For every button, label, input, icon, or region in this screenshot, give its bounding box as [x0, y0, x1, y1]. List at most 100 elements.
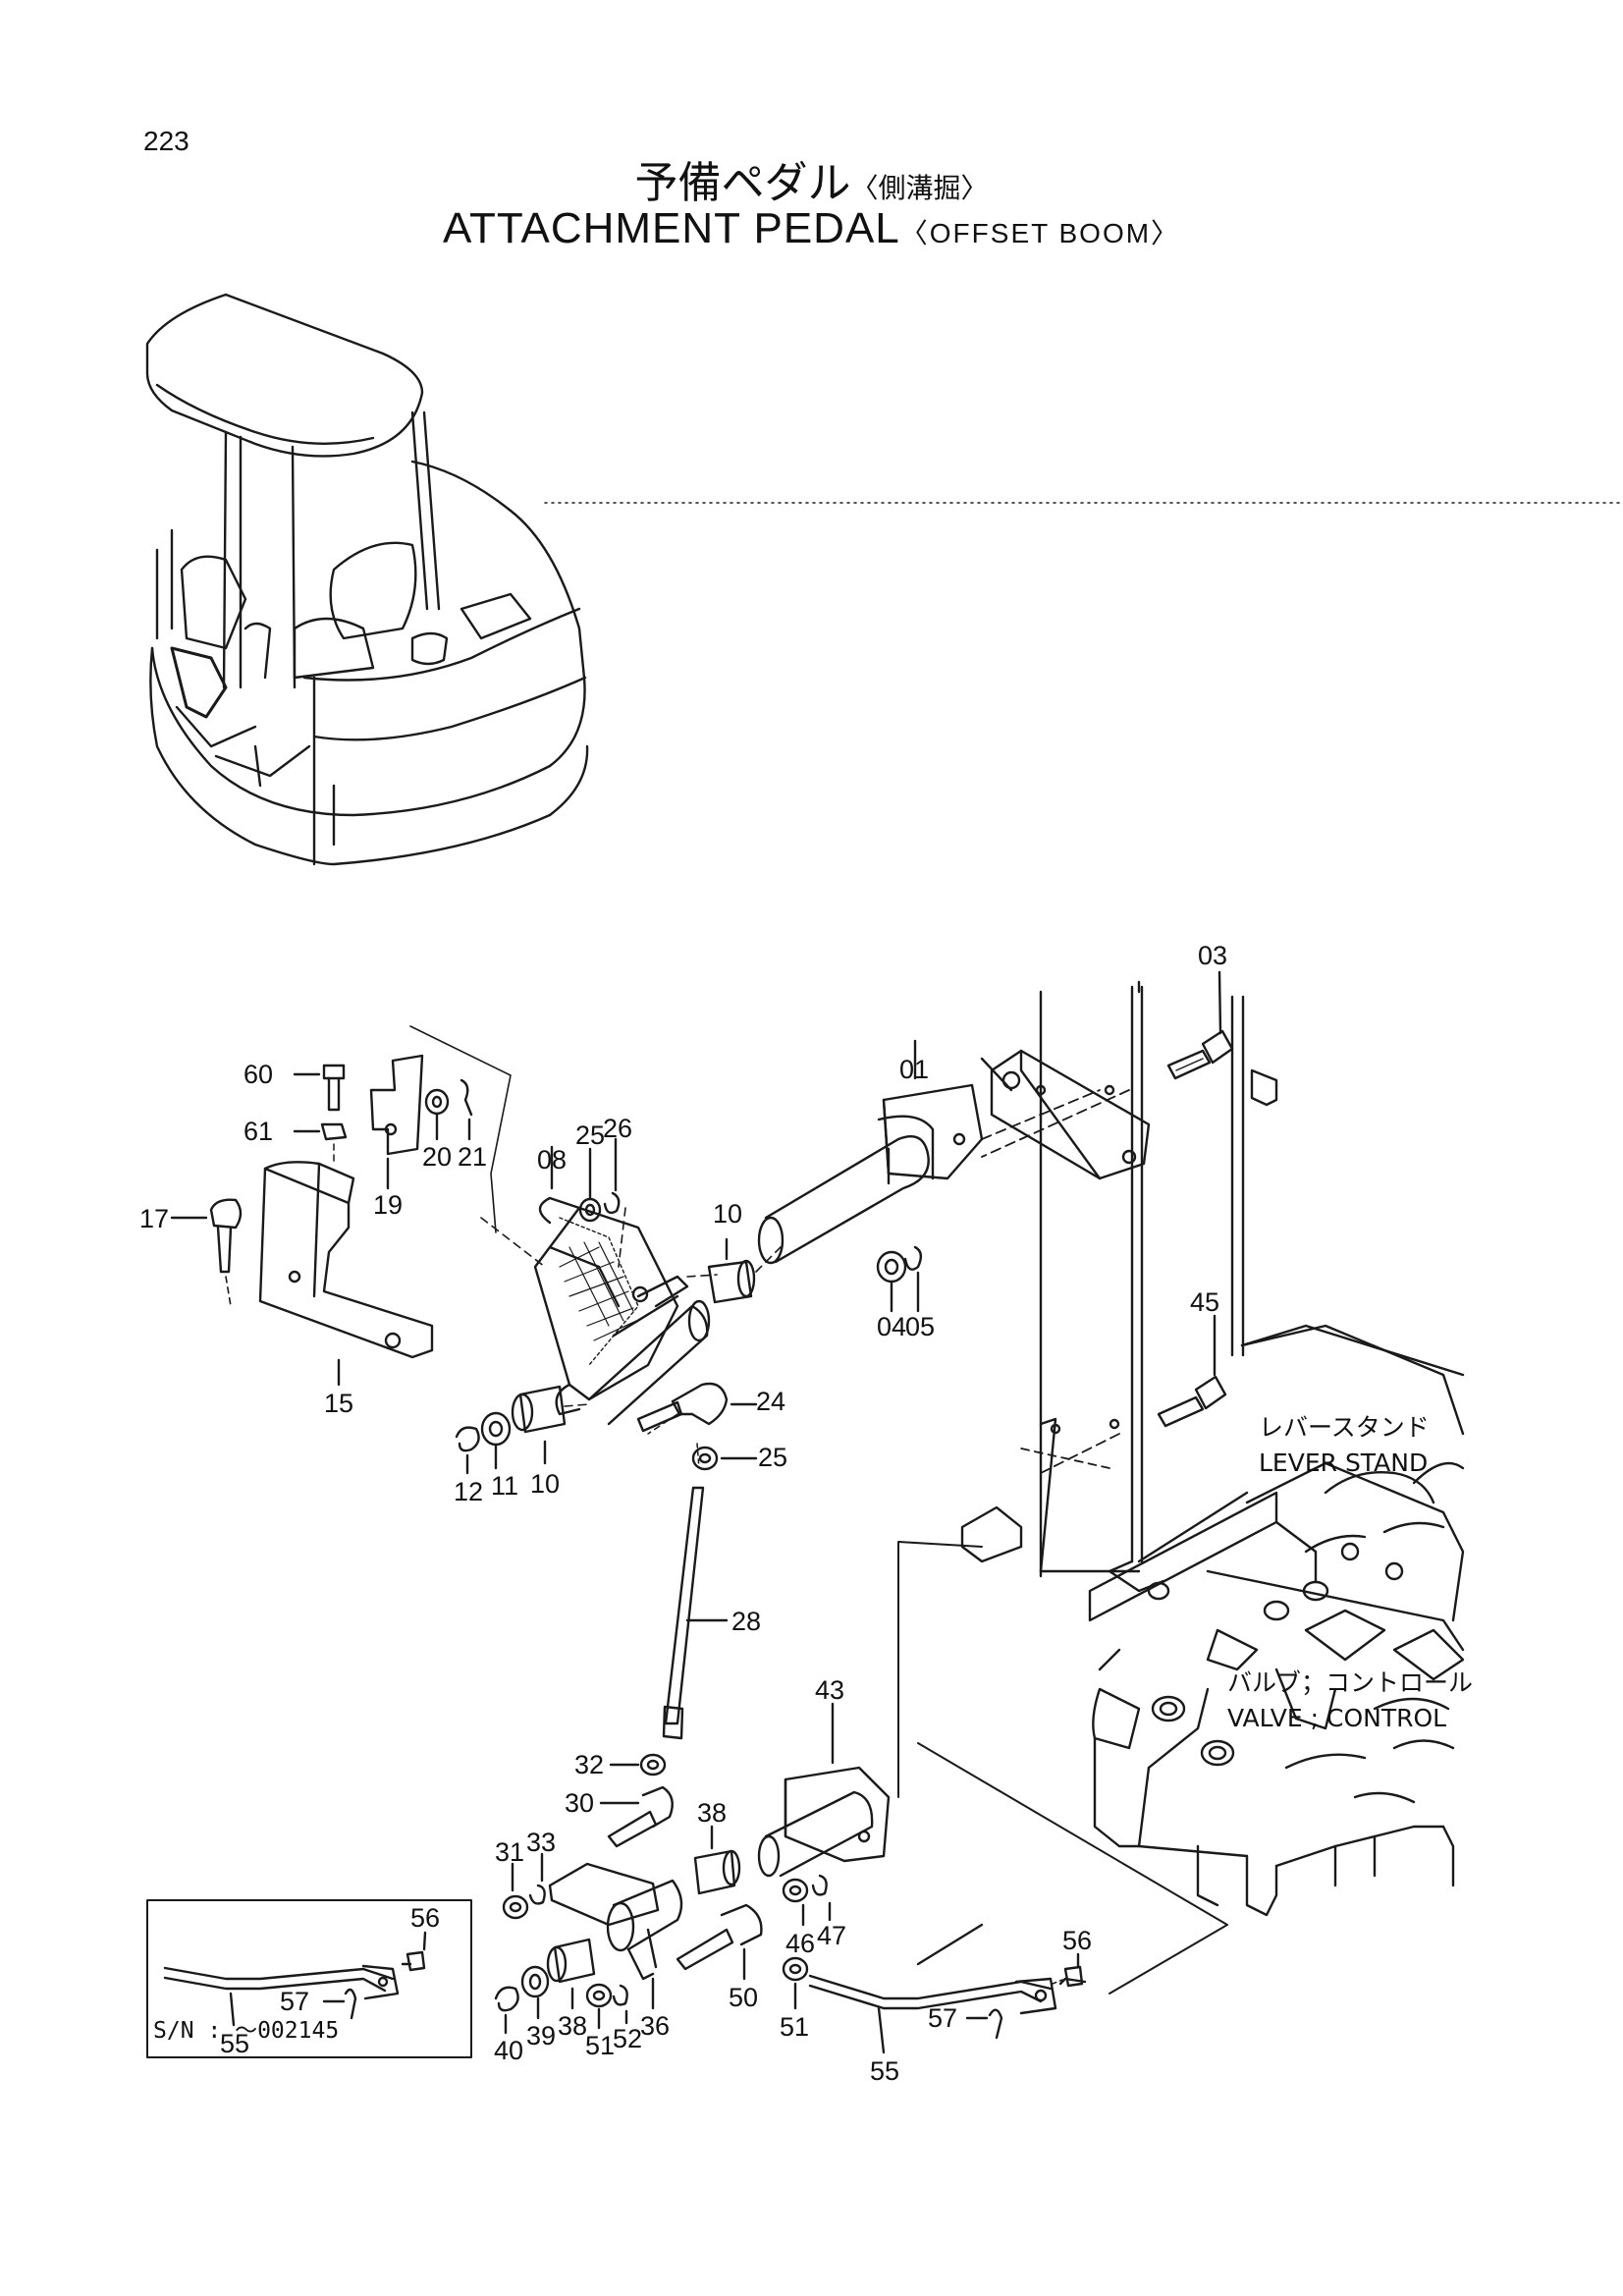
clip-40	[494, 1986, 519, 2035]
page-title-jp: 予備ペダル〈側溝掘〉	[0, 147, 1623, 210]
label-50: 50	[729, 1983, 758, 2012]
label-40: 40	[494, 2036, 523, 2065]
ball-joint-50	[676, 1903, 763, 1981]
label-30: 30	[565, 1788, 594, 1818]
washer-04	[876, 1250, 907, 1313]
bushing-38-lower	[546, 1938, 596, 2010]
label-60: 60	[243, 1060, 273, 1089]
label-38-upper: 38	[697, 1798, 727, 1828]
label-03: 03	[1198, 941, 1227, 970]
label-36: 36	[640, 2011, 670, 2041]
label-51-left: 51	[585, 2031, 615, 2060]
label-52: 52	[613, 2024, 642, 2053]
nut-51-right	[782, 1956, 809, 2010]
guide-line-43	[897, 1541, 983, 1798]
pedal-shaft-43	[757, 1702, 891, 1878]
washer-39	[520, 1965, 550, 2020]
label-25-lower: 25	[758, 1443, 787, 1472]
rod-55-inset	[163, 1964, 400, 2027]
label-51-right: 51	[780, 2012, 809, 2042]
nut-25-top	[578, 1147, 602, 1223]
callouts: レバースタンド LEVER STAND バルブ；コントロール VALVE ; C…	[1227, 1413, 1473, 1732]
label-45: 45	[1190, 1287, 1219, 1317]
nut-31	[502, 1862, 529, 1920]
label-08: 08	[537, 1145, 567, 1175]
label-38-lower: 38	[558, 2011, 587, 2041]
bracket-15	[258, 1161, 434, 1387]
nut-46	[782, 1878, 809, 1927]
guide-line-valve	[917, 1742, 1228, 1995]
label-24: 24	[756, 1387, 785, 1416]
label-43: 43	[815, 1675, 844, 1705]
clip-47	[811, 1874, 832, 1922]
label-10-lower: 10	[530, 1469, 560, 1499]
bushing-10-lower	[511, 1385, 567, 1465]
label-26: 26	[603, 1114, 632, 1143]
valve-label-en: VALVE ; CONTROL	[1227, 1704, 1446, 1732]
label-11: 11	[491, 1471, 518, 1501]
label-56-inset: 56	[410, 1903, 440, 1933]
excavator-overview	[145, 293, 1621, 866]
label-56-right: 56	[1062, 1926, 1092, 1955]
label-28: 28	[731, 1607, 761, 1636]
bolt-56-inset	[401, 1931, 427, 1972]
page-number: 223	[143, 126, 189, 156]
bolt-17	[170, 1198, 243, 1307]
title-en-sub: 〈OFFSET BOOM〉	[899, 218, 1181, 248]
nut-25-lower	[691, 1446, 758, 1471]
label-25-top: 25	[575, 1121, 605, 1150]
label-10-upper: 10	[713, 1199, 742, 1229]
arm-36	[548, 1862, 683, 2010]
valve-label-jp: バルブ；コントロール	[1227, 1668, 1473, 1697]
bolt-56-right	[1058, 1952, 1087, 1988]
bushing-10-upper	[707, 1237, 756, 1304]
clip-05	[903, 1245, 923, 1313]
part-labels: 03 01 04 05 45 08 25 26 10 24 25 28 60 6…	[139, 941, 1227, 2086]
label-12: 12	[454, 1477, 483, 1506]
page-title-en: ATTACHMENT PEDAL〈OFFSET BOOM〉	[0, 204, 1623, 253]
bolt-60	[293, 1064, 346, 1112]
label-32: 32	[574, 1750, 604, 1779]
label-33: 33	[526, 1828, 556, 1857]
clip-52	[612, 1984, 628, 2025]
lever-stand-label-en: LEVER STAND	[1259, 1449, 1428, 1477]
label-61: 61	[243, 1117, 273, 1146]
label-31: 31	[495, 1837, 524, 1867]
label-55-right: 55	[870, 2056, 899, 2086]
nut-61	[293, 1122, 348, 1141]
clip-12	[455, 1426, 480, 1475]
ball-joint-30	[599, 1785, 674, 1848]
lever-stand-assembly	[916, 980, 1465, 1966]
label-57-right: 57	[928, 2003, 957, 2033]
label-39: 39	[526, 2021, 556, 2050]
plate-19	[369, 1054, 424, 1190]
label-21: 21	[458, 1142, 487, 1172]
title-en-main: ATTACHMENT PEDAL	[442, 204, 900, 252]
lever-stand-label-jp: レバースタンド	[1259, 1413, 1430, 1442]
label-15: 15	[324, 1389, 353, 1418]
label-46: 46	[785, 1929, 815, 1958]
rod-28	[662, 1486, 729, 1740]
nut-32	[609, 1753, 667, 1777]
nut-51-left	[585, 1983, 613, 2030]
label-20: 20	[422, 1142, 452, 1172]
bolt-45	[1157, 1314, 1227, 1428]
bolt-03	[1166, 970, 1234, 1080]
washer-11	[480, 1411, 512, 1470]
label-01: 01	[899, 1055, 929, 1084]
label-55-inset: 55	[220, 2029, 249, 2058]
clip-33	[528, 1852, 546, 1905]
pin-57-right	[965, 2008, 1003, 2040]
bushing-38-upper	[693, 1825, 741, 1895]
pedal-shaft-01	[757, 1039, 984, 1265]
title-jp-sub: 〈側溝掘〉	[850, 172, 989, 204]
serial-number-note: S/N : ～002145	[153, 2018, 340, 2044]
pedal-08	[533, 1196, 711, 1426]
label-04: 04	[877, 1312, 906, 1341]
label-05: 05	[905, 1312, 935, 1341]
label-57-inset: 57	[280, 1987, 309, 2016]
clip-21	[460, 1078, 473, 1141]
label-47: 47	[817, 1921, 846, 1950]
inset-box	[146, 1899, 472, 2058]
